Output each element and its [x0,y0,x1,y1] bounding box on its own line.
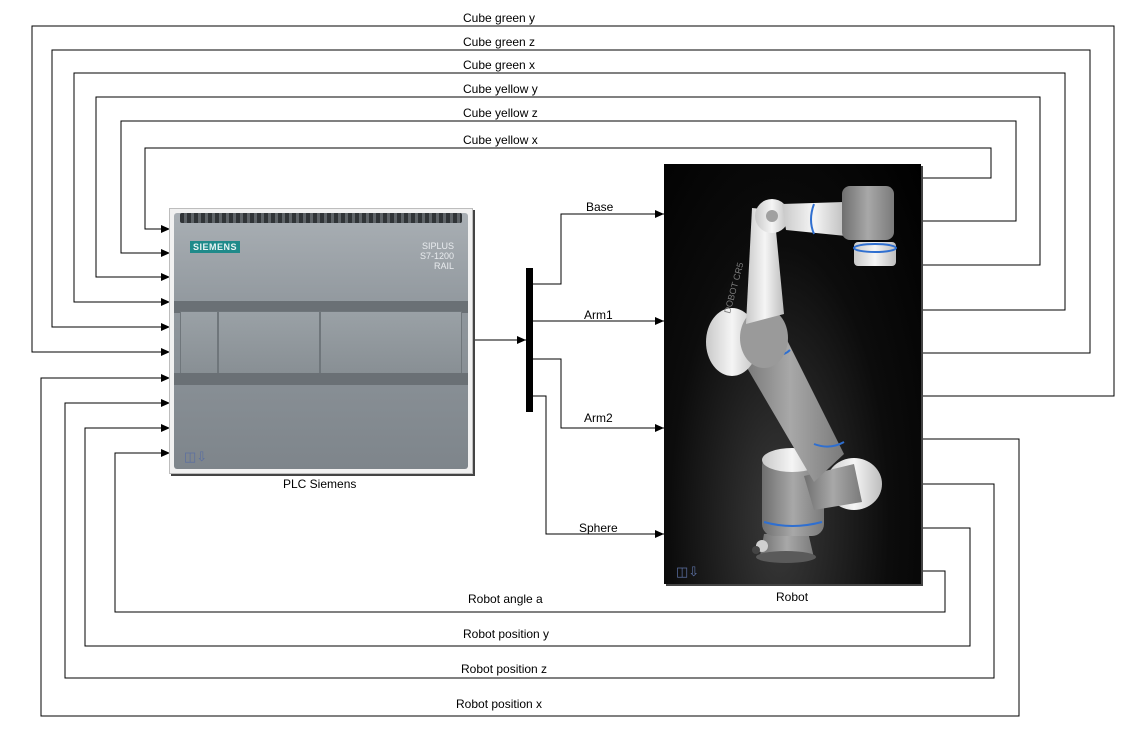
plc-model-line1: SIPLUS [421,241,454,251]
label-base: Base [586,200,614,214]
wire-cube-green-y [31,25,1115,397]
label-cube-green-z: Cube green z [463,35,536,49]
plc-model-text: SIPLUS S7-1200 RAIL [420,241,454,271]
svg-text:DOBOT CR5: DOBOT CR5 [722,261,745,314]
robot-arm-illustration: DOBOT CR5 [706,186,897,563]
label-cube-green-y: Cube green y [463,11,536,25]
plc-model-line3: RAIL [433,261,454,271]
plc-band-lower [174,373,468,385]
label-robot-position-y: Robot position y [463,627,550,641]
label-sphere: Sphere [579,521,618,535]
download-icon[interactable]: ◫⇩ [676,564,700,579]
label-cube-yellow-z: Cube yellow z [463,106,538,120]
wire-cube-green-z [51,49,1091,354]
label-cube-yellow-y: Cube yellow y [463,82,538,96]
label-arm1: Arm1 [584,308,613,322]
plc-siemens-block[interactable]: SIEMENS SIPLUS S7-1200 RAIL ◫⇩ [169,208,473,474]
plc-model-line2: S7-1200 [419,251,454,261]
plc-block-name: PLC Siemens [283,477,357,491]
wire-robot-position-x [40,374,1020,717]
wire-arm2 [533,358,664,432]
plc-panel-left [180,311,218,385]
download-icon[interactable]: ◫⇩ [184,449,208,464]
plc-brand-badge: SIEMENS [190,241,241,253]
wire-robot-angle-a [114,449,946,613]
plc-band-upper [174,301,468,313]
plc-body: SIEMENS SIPLUS S7-1200 RAIL ◫⇩ [174,213,468,469]
wire-cube-yellow-x [144,147,992,233]
label-robot-position-z: Robot position z [461,662,548,676]
wire-cube-yellow-y [95,96,1041,281]
label-arm2: Arm2 [584,411,613,425]
label-robot-position-x: Robot position x [456,697,543,711]
label-robot-angle-a: Robot angle a [468,592,543,606]
label-cube-yellow-x: Cube yellow x [463,133,538,147]
wire-robot-position-z [64,399,995,679]
robot-block[interactable]: DOBOT CR5 ◫⇩ [664,164,921,584]
plc-terminal-strip [180,213,462,223]
wire-cube-green-x [73,72,1066,311]
wire-robot-position-y [84,424,971,647]
demux-block[interactable] [526,268,533,412]
wire-sphere [533,395,664,538]
wire-base [533,210,664,285]
plc-panel-right [320,311,462,385]
label-cube-green-x: Cube green x [463,58,536,72]
wire-cube-yellow-z [120,120,1017,257]
robot-block-name: Robot [776,590,809,604]
